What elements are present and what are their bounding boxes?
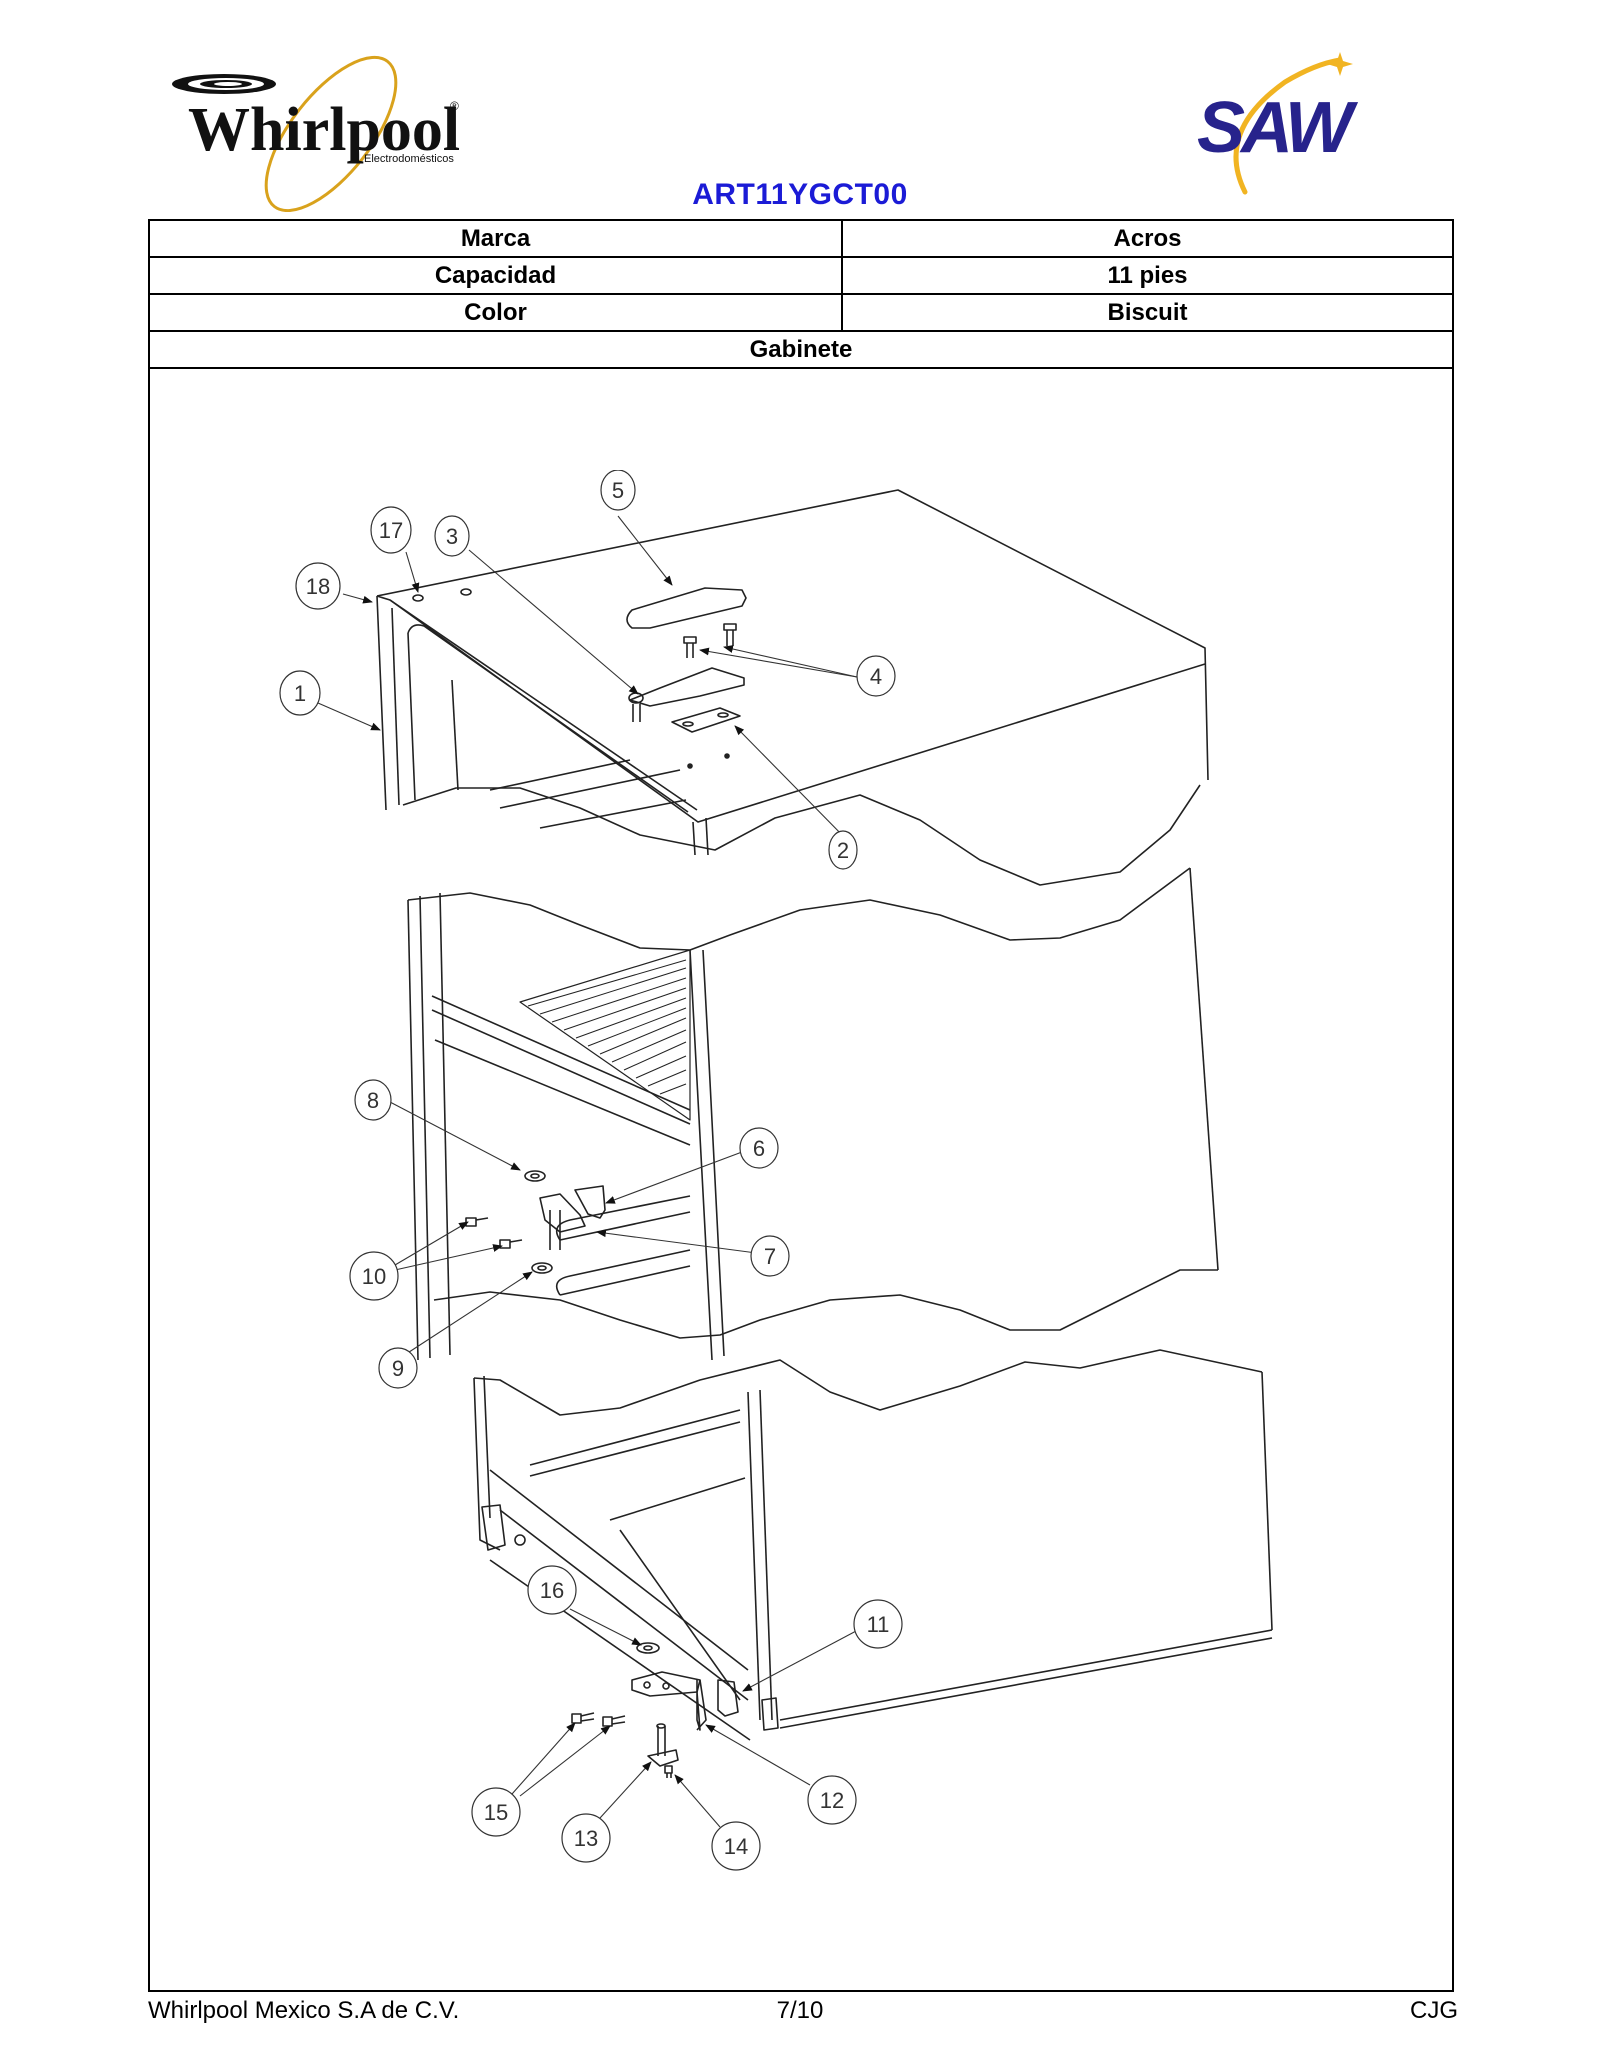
spec-row-color: Color Biscuit xyxy=(150,295,1452,332)
callout-8: 8 xyxy=(354,1079,392,1121)
svg-text:®: ® xyxy=(450,99,459,113)
callout-15: 15 xyxy=(471,1787,521,1837)
spec-label: Color xyxy=(150,295,843,330)
callout-11: 11 xyxy=(853,1599,903,1649)
svg-text:9: 9 xyxy=(392,1356,404,1381)
svg-text:5: 5 xyxy=(612,478,624,503)
section-title: Gabinete xyxy=(749,335,853,363)
star-icon xyxy=(1327,52,1353,76)
spec-label: Marca xyxy=(150,221,843,256)
spec-value: Biscuit xyxy=(1107,298,1188,326)
svg-text:11: 11 xyxy=(867,1612,890,1637)
cabinet-top-section xyxy=(376,489,1209,886)
svg-text:1: 1 xyxy=(294,681,306,706)
callout-2: 2 xyxy=(828,830,858,870)
exploded-diagram: 5 17 3 18 1 4 2 8 6 7 10 9 16 11 12 15 1… xyxy=(270,469,1320,1890)
callout-9: 9 xyxy=(378,1347,418,1389)
leader-lines xyxy=(317,515,859,1828)
saw-logo: SAW xyxy=(1175,52,1385,202)
callout-16: 16 xyxy=(527,1565,577,1615)
whirlpool-wordmark: Whirlpool xyxy=(188,96,460,164)
svg-text:3: 3 xyxy=(446,524,458,549)
spec-label: Capacidad xyxy=(150,258,843,293)
spec-table: Marca Acros Capacidad 11 pies Color Bisc… xyxy=(148,219,1454,1992)
footer-page-number: 7/10 xyxy=(776,1997,824,2024)
callout-4: 4 xyxy=(856,655,896,697)
section-title-row: Gabinete xyxy=(150,332,1452,369)
cabinet-bottom-section xyxy=(473,1349,1273,1741)
bottom-hinge-parts xyxy=(571,1642,739,1778)
callout-6: 6 xyxy=(739,1127,779,1169)
spec-value: Acros xyxy=(1113,224,1182,252)
spec-row-capacidad: Capacidad 11 pies xyxy=(150,258,1452,295)
whirlpool-subtitle: Electrodomésticos xyxy=(364,153,454,165)
callouts: 5 17 3 18 1 4 2 8 6 7 10 9 16 11 12 15 1… xyxy=(279,469,903,1871)
callout-14: 14 xyxy=(711,1821,761,1871)
top-hinge-parts xyxy=(626,587,747,733)
saw-wordmark: SAW xyxy=(1197,88,1359,168)
model-title: ART11YGCT00 xyxy=(692,178,908,211)
cabinet-middle-section xyxy=(407,867,1219,1361)
svg-text:8: 8 xyxy=(367,1088,379,1113)
callout-10: 10 xyxy=(349,1251,399,1301)
svg-text:17: 17 xyxy=(379,518,403,543)
svg-text:14: 14 xyxy=(724,1834,748,1859)
callout-13: 13 xyxy=(561,1813,611,1863)
callout-7: 7 xyxy=(750,1235,790,1277)
callout-1: 1 xyxy=(279,670,321,716)
svg-text:7: 7 xyxy=(764,1244,776,1269)
footer-company: Whirlpool Mexico S.A de C.V. xyxy=(148,1997,460,2024)
whirlpool-logo: Whirlpool ® Electrodomésticos xyxy=(166,52,466,213)
callout-3: 3 xyxy=(434,515,470,557)
svg-text:6: 6 xyxy=(753,1136,765,1161)
callout-18: 18 xyxy=(295,562,341,610)
svg-text:16: 16 xyxy=(540,1578,564,1603)
callout-17: 17 xyxy=(370,506,412,554)
svg-text:4: 4 xyxy=(870,664,882,689)
swirl-icon xyxy=(172,74,276,94)
center-hinge-parts xyxy=(465,1170,606,1274)
spec-value: 11 pies xyxy=(1107,261,1188,289)
svg-text:15: 15 xyxy=(484,1800,508,1825)
svg-text:2: 2 xyxy=(837,838,849,863)
callout-12: 12 xyxy=(807,1775,857,1825)
footer-initials: CJG xyxy=(1410,1997,1458,2024)
svg-text:18: 18 xyxy=(306,574,330,599)
spec-row-marca: Marca Acros xyxy=(150,221,1452,258)
svg-text:13: 13 xyxy=(574,1826,598,1851)
svg-text:12: 12 xyxy=(820,1788,844,1813)
callout-5: 5 xyxy=(600,469,636,511)
svg-text:10: 10 xyxy=(362,1264,386,1289)
